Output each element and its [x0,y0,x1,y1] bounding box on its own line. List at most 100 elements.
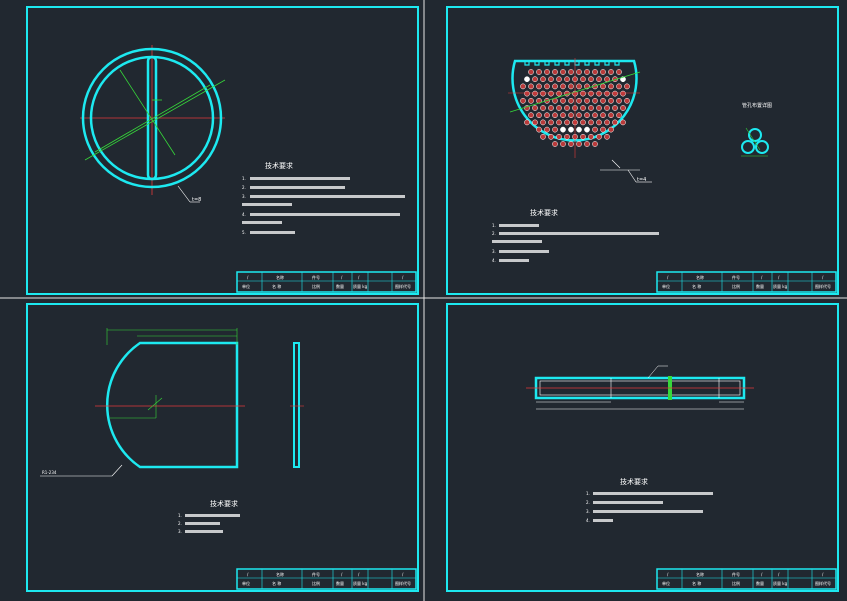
baffle-plate-outline [106,341,239,469]
svg-text:1.: 1. [178,513,182,518]
tube-hole [540,133,546,140]
tube-hole [588,90,594,97]
tube-hole [568,141,574,147]
title-block-4: / 名称 件号 / / / 单位 名 称 比例 数量 质量 kg 图样代号 [656,568,837,590]
tube-hole [524,90,530,97]
tube-hole [528,112,534,119]
tube-hole [588,76,594,83]
tube-hole [600,112,606,119]
svg-text:/: / [358,572,360,577]
tube-hole [620,90,626,97]
tube-hole [576,69,582,75]
svg-text:名称: 名称 [696,571,704,577]
svg-text:1.: 1. [586,491,590,496]
tube-hole [612,119,618,126]
detail-title: 管孔布置详图 [742,102,772,109]
tube-hole [548,105,554,111]
tube-hole [560,126,566,133]
tube-hole [524,76,530,83]
tube-hole [528,69,534,75]
tube-hole [592,141,598,147]
tube-hole [616,112,622,119]
tube-hole [608,69,614,75]
tube-hole [532,105,538,111]
svg-text:图样代号: 图样代号 [395,283,411,289]
tube-hole [560,83,566,90]
tube-hole [612,90,618,97]
tube-hole [532,90,538,97]
tube-hole [584,69,590,75]
svg-text:名 称: 名 称 [692,283,701,289]
tube-hole [592,69,598,75]
sheet-1: t=8 技术要求 1. 2. 3. 4. 5. / [26,6,419,295]
tube-hole [552,126,558,133]
tube-hole [556,119,562,126]
tube-hole [584,112,590,119]
tube-hole [588,119,594,126]
callout-thickness: t=8 [192,197,201,203]
tube-hole [596,119,602,126]
tube-hole [616,69,622,75]
tube-hole [612,105,618,111]
svg-text:2.: 2. [492,231,496,236]
tube-hole [560,141,566,147]
svg-text:/: / [402,275,404,280]
tube-hole [568,112,574,119]
svg-text:名称: 名称 [276,571,284,577]
tube-hole [576,97,582,104]
tube-hole [540,76,546,83]
svg-text:2.: 2. [242,185,246,190]
svg-text:/: / [761,572,763,577]
tube-hole [604,76,610,83]
tube-hole [608,112,614,119]
tube-hole [552,83,558,90]
svg-text:/: / [247,275,249,280]
tube-hole [536,83,542,90]
svg-text:质量 kg: 质量 kg [773,283,788,289]
sheet-2-frame [446,6,839,295]
tube-hole [580,90,586,97]
leader-label: R1-234 [42,470,57,475]
tube-hole [600,83,606,90]
tube-hole [560,112,566,119]
tube-hole [524,119,530,126]
tube-hole [536,112,542,119]
svg-text:3.: 3. [586,509,590,514]
tube-hole [596,90,602,97]
svg-text:/: / [778,572,780,577]
tube-hole [584,97,590,104]
svg-text:/: / [247,572,249,577]
tube-hole [616,83,622,90]
tube-hole [568,69,574,75]
tube-hole [540,90,546,97]
tube-hole [548,133,554,140]
tube-hole [576,112,582,119]
tube-hole [600,69,606,75]
svg-text:图样代号: 图样代号 [815,580,831,586]
tube-hole [604,90,610,97]
svg-text:比例: 比例 [732,283,740,289]
tube-hole [588,105,594,111]
tube-hole [528,97,534,104]
top-slots [524,61,620,66]
tube-hole [584,126,590,133]
tube-hole [616,97,622,104]
tube-hole [604,133,610,140]
notes-title-2: 技术要求 [530,208,558,217]
svg-text:名称: 名称 [276,274,284,280]
partition-plate [146,55,158,181]
tube-hole [592,126,598,133]
tube-hole [556,133,562,140]
tube-hole [564,76,570,83]
title-block: / 名称 件号 / / / 单位 名 称 比例 数量 质量 kg 图样代号 [236,271,417,293]
tube-hole [576,83,582,90]
svg-text:图样代号: 图样代号 [395,580,411,586]
svg-text:件号: 件号 [732,274,740,280]
svg-text:2.: 2. [178,521,182,526]
tube-hole [608,83,614,90]
sheet-2: t=4 管孔布置详图 技术要求 1. 2. 3. 4. [446,6,839,295]
baffle-side-view [293,342,300,468]
svg-text:/: / [358,275,360,280]
tube-hole [624,97,630,104]
